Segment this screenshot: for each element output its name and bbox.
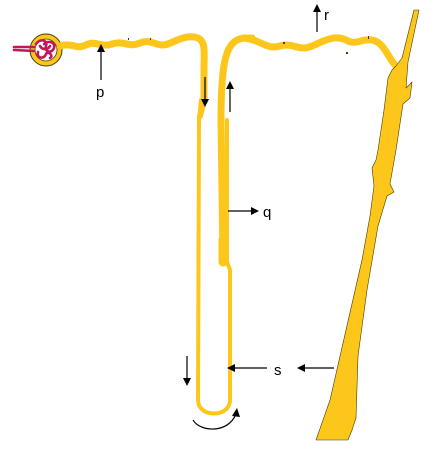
label-p: p xyxy=(96,84,104,101)
proximal-convoluted-tubule xyxy=(56,33,208,104)
label-q: q xyxy=(263,204,271,221)
glomerulus xyxy=(12,39,56,60)
annotation-arrows xyxy=(100,9,334,430)
tubule-ticks xyxy=(128,36,369,54)
descending-limb xyxy=(196,98,232,416)
label-s: s xyxy=(274,362,282,379)
arrowheads xyxy=(97,4,321,417)
label-r: r xyxy=(324,7,329,24)
distal-convoluted-tubule xyxy=(240,34,400,70)
collecting-duct xyxy=(315,9,420,441)
